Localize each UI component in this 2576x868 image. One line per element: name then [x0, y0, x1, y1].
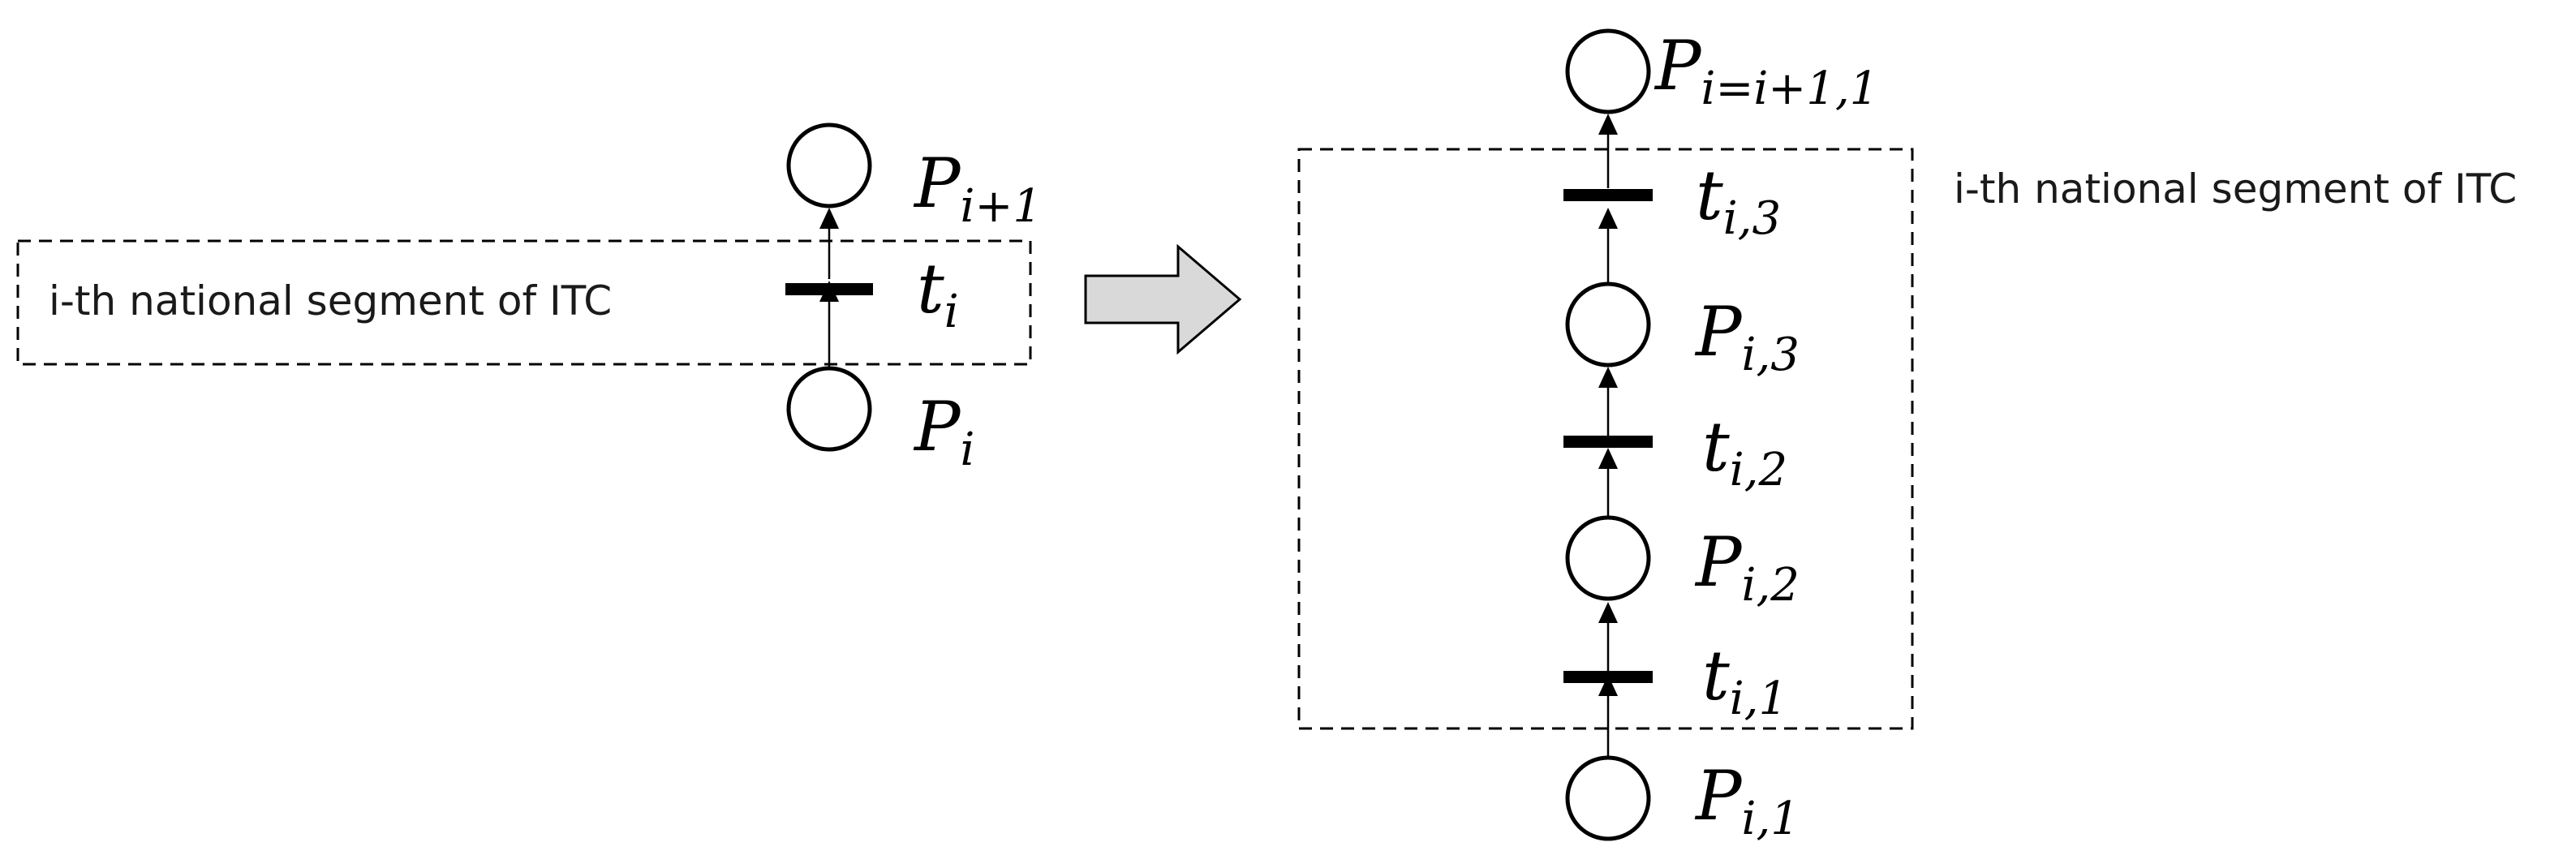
right-arc-3-head	[1598, 448, 1618, 469]
place-p-i-plus-1	[786, 122, 872, 208]
transform-arrow	[1084, 243, 1242, 355]
label-p-i-3: Pi,3	[1694, 292, 1800, 381]
right-arc-4-head	[1598, 367, 1618, 388]
right-segment-label: i-th national segment of ITC	[1954, 165, 2517, 213]
label-p-i-1: Pi,1	[1694, 756, 1800, 845]
left-arc-upper-head	[819, 208, 839, 229]
place-p-i-3	[1565, 281, 1651, 367]
left-net: i-th national segment of ITC Pi+1 ti Pi	[16, 122, 1042, 476]
left-segment-label: i-th national segment of ITC	[49, 277, 612, 324]
label-p-i: Pi	[913, 387, 974, 476]
place-p-i	[786, 366, 872, 452]
right-arc-1-head	[1598, 675, 1618, 696]
label-t-i: ti	[917, 249, 959, 338]
label-t-i-1: ti,1	[1702, 636, 1787, 725]
right-net: i-th national segment of ITC Pi=i+1,1 ti…	[1297, 26, 2517, 845]
right-segment-box	[1297, 148, 1914, 730]
label-p-i-2: Pi,2	[1694, 522, 1800, 612]
label-p-i-plus-1: Pi+1	[913, 144, 1042, 233]
transition-t-i	[785, 283, 873, 295]
transition-t-i-3	[1563, 189, 1653, 201]
right-arc-6-head	[1598, 114, 1618, 135]
place-p-i-2	[1565, 515, 1651, 601]
label-t-i-2: ti,2	[1702, 407, 1787, 496]
left-segment-box	[16, 239, 1032, 366]
place-p-i-1	[1565, 755, 1651, 841]
label-p-i-plus-1-1: Pi=i+1,1	[1654, 26, 1878, 115]
transition-t-i-2	[1563, 436, 1653, 448]
place-p-i-plus-1-1	[1565, 28, 1651, 114]
right-arc-5-head	[1598, 208, 1618, 229]
transition-t-i-1	[1563, 671, 1653, 683]
right-arc-2-head	[1598, 602, 1618, 623]
label-t-i-3: ti,3	[1696, 156, 1781, 245]
